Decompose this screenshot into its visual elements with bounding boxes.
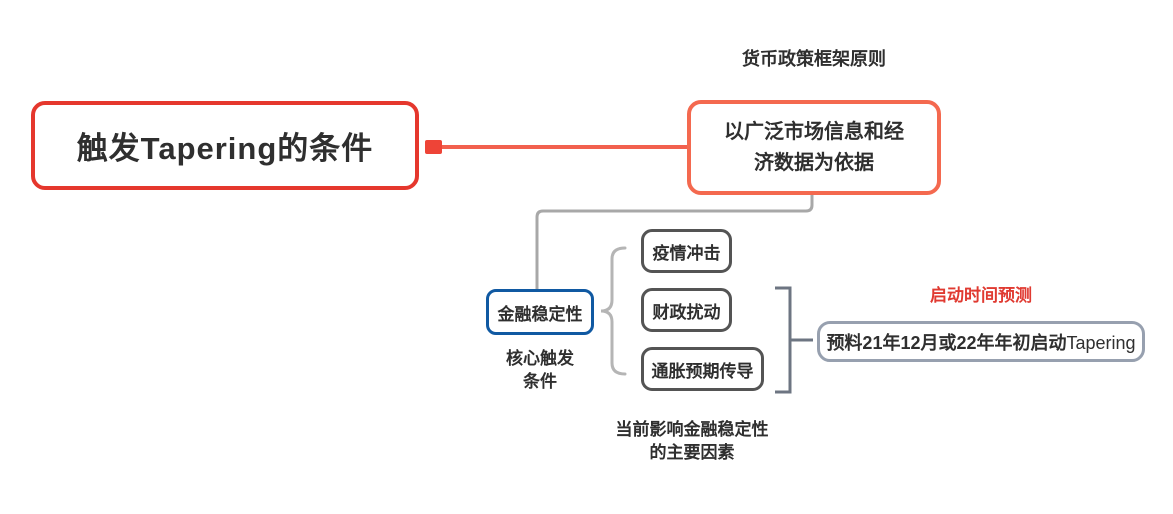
stability-topic[interactable]: 金融稳定性 bbox=[486, 289, 594, 335]
root-topic[interactable]: 触发Tapering的条件 bbox=[31, 101, 419, 190]
stability-topic-label: 金融稳定性 bbox=[497, 304, 583, 324]
factor-topic-inflation[interactable]: 通胀预期传导 bbox=[641, 347, 764, 391]
root-branch-anchor bbox=[425, 140, 442, 154]
factor-topic-label: 通胀预期传导 bbox=[651, 361, 754, 381]
policy-topic[interactable]: 以广泛市场信息和经 济数据为依据 bbox=[687, 100, 941, 195]
policy-to-stability-connector bbox=[535, 195, 814, 289]
policy-title-label[interactable]: 货币政策框架原则 bbox=[742, 49, 886, 69]
policy-topic-label: 以广泛市场信息和经 济数据为依据 bbox=[724, 120, 904, 174]
stability-factors-brace bbox=[600, 246, 627, 376]
factor-topic-pandemic[interactable]: 疫情冲击 bbox=[641, 229, 732, 273]
root-to-policy-line bbox=[440, 145, 688, 149]
prediction-title-label[interactable]: 启动时间预测 bbox=[930, 286, 1032, 305]
factor-topic-label: 疫情冲击 bbox=[652, 243, 721, 263]
factors-caption-label[interactable]: 当前影响金融稳定性 的主要因素 bbox=[615, 420, 769, 462]
factor-topic-label: 财政扰动 bbox=[652, 302, 721, 322]
prediction-topic-label: 预料21年12月或22年年初启动Tapering bbox=[826, 332, 1136, 353]
prediction-topic[interactable]: 预料21年12月或22年年初启动Tapering bbox=[817, 321, 1145, 362]
stability-caption-label[interactable]: 核心触发 条件 bbox=[506, 349, 574, 391]
root-topic-label: 触发Tapering的条件 bbox=[76, 131, 374, 166]
factor-topic-fiscal[interactable]: 财政扰动 bbox=[641, 288, 732, 332]
factors-prediction-bracket bbox=[775, 286, 813, 394]
